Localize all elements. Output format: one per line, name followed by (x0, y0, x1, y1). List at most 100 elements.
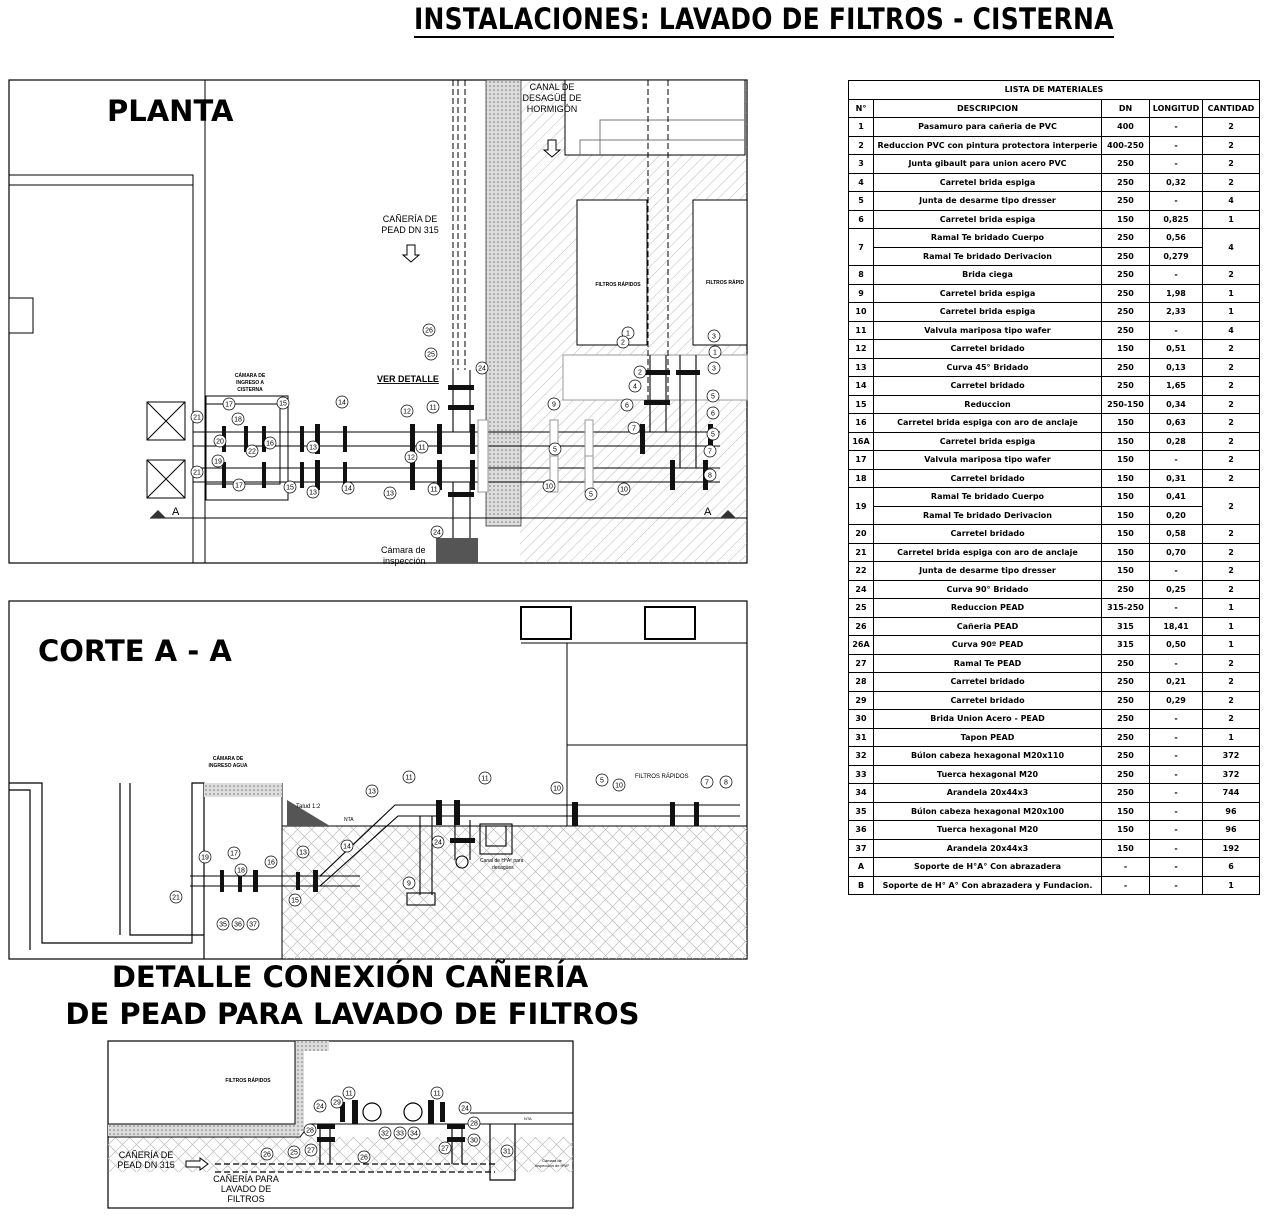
callout-number: 3 (712, 334, 716, 341)
callout-balloon (283, 480, 297, 494)
item-number: 22 (848, 561, 874, 581)
item-longitud: - (1149, 875, 1203, 895)
item-longitud: - (1149, 764, 1203, 784)
callout-balloon (304, 1143, 318, 1157)
item-dn: 250 (1101, 320, 1150, 340)
item-longitud: 0,20 (1149, 505, 1203, 525)
callout-balloon (306, 485, 320, 499)
item-number: 11 (848, 320, 874, 340)
item-number: 21 (848, 542, 874, 562)
callout-number: 32 (381, 1131, 389, 1138)
item-number: 18 (848, 468, 874, 488)
callout-balloon (427, 482, 441, 496)
callout-number: 9 (407, 881, 411, 888)
item-cantidad: 2 (1202, 690, 1260, 710)
callout-number: 25 (290, 1150, 298, 1157)
item-cantidad: 1 (1202, 616, 1260, 636)
item-number: 32 (848, 746, 874, 766)
item-dn: 150 (1101, 505, 1150, 525)
item-longitud: 0,34 (1149, 394, 1203, 414)
callout-balloon (426, 400, 440, 414)
callout-balloon (707, 361, 721, 375)
item-description: Ramal Te bridado Derivacion (873, 246, 1102, 266)
item-number: 3 (848, 154, 874, 174)
callout-balloon (232, 478, 246, 492)
item-number: 6 (848, 209, 874, 229)
item-number: 24 (848, 579, 874, 599)
callout-balloon (357, 1150, 371, 1164)
callout-balloon (431, 835, 445, 849)
item-description: Carretel bridado (873, 468, 1102, 488)
callout-balloon (612, 778, 626, 792)
section-mark-right: A (704, 506, 712, 518)
callout-balloon (245, 444, 259, 458)
callout-number: 11 (429, 405, 436, 412)
item-longitud: - (1149, 450, 1203, 470)
item-cantidad: 2 (1202, 394, 1260, 414)
item-description: Ramal Te PEAD (873, 653, 1102, 673)
item-longitud: 1,65 (1149, 376, 1203, 396)
callout-balloon (365, 784, 379, 798)
item-cantidad: 2 (1202, 154, 1260, 174)
item-number: 30 (848, 709, 874, 729)
item-dn: 400 (1101, 117, 1150, 137)
callout-balloon (550, 781, 564, 795)
item-number: 29 (848, 690, 874, 710)
callout-balloon (287, 1145, 301, 1159)
item-description: Búlon cabeza hexagonal M20x110 (873, 746, 1102, 766)
caneria-label: CAÑERÍA DE (383, 214, 438, 224)
col-header-longitud: LONGITUD (1149, 98, 1203, 118)
callout-balloon (703, 468, 717, 482)
callout-balloon (198, 850, 212, 864)
callout-balloon (424, 347, 438, 361)
item-dn: 250 (1101, 653, 1150, 673)
item-description: Búlon cabeza hexagonal M20x100 (873, 801, 1102, 821)
item-cantidad: 2 (1202, 542, 1260, 562)
item-dn: 250 (1101, 579, 1150, 599)
item-dn: 250 (1101, 191, 1150, 211)
item-description: Junta de desarme tipo dresser (873, 561, 1102, 581)
canal-label-1: CANAL DE (530, 82, 575, 92)
item-longitud: 0,31 (1149, 468, 1203, 488)
item-number: 16A (848, 431, 874, 451)
callout-balloon (547, 397, 561, 411)
item-number: B (848, 875, 874, 895)
ver-detalle-link[interactable]: VER DETALLE (377, 374, 439, 384)
item-number: 2 (848, 135, 874, 155)
callout-number: 7 (632, 426, 636, 433)
callout-balloon (264, 855, 278, 869)
callout-number: 24 (461, 1106, 469, 1113)
item-dn: 250 (1101, 783, 1150, 803)
item-description: Carretel brida espiga (873, 302, 1102, 322)
item-cantidad: 2 (1202, 413, 1260, 433)
item-description: Curva 90° Bridado (873, 579, 1102, 599)
item-dn: - (1101, 857, 1150, 877)
item-description: Valvula mariposa tipo wafer (873, 320, 1102, 340)
item-dn: 250 (1101, 283, 1150, 303)
item-number: 34 (848, 783, 874, 803)
callout-number: 11 (433, 1091, 440, 1098)
item-description: Ramal Te bridado Cuerpo (873, 228, 1102, 248)
item-dn: 150 (1101, 468, 1150, 488)
item-number: 35 (848, 801, 874, 821)
callout-number: 10 (620, 487, 628, 494)
item-dn: 250 (1101, 302, 1150, 322)
camara-label-2: inspección de HºAº (535, 1163, 570, 1168)
caneria-lavado-3: FILTROS (227, 1194, 264, 1204)
item-dn: 150 (1101, 431, 1150, 451)
item-number: 5 (848, 191, 874, 211)
callout-balloon (263, 436, 277, 450)
callout-number: 13 (309, 490, 317, 497)
item-longitud: - (1149, 117, 1203, 137)
item-dn: 315 (1101, 635, 1150, 655)
item-dn: 250 (1101, 376, 1150, 396)
